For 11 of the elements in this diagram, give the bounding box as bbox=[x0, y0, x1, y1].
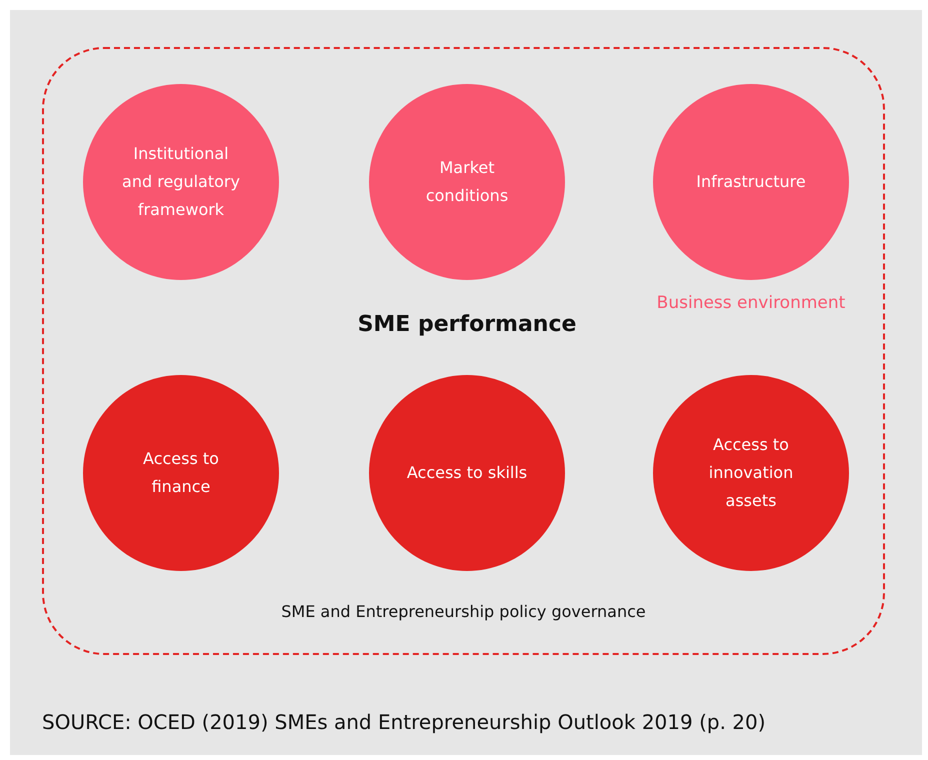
source-note: SOURCE: OCED (2019) SMEs and Entrepreneurship Outlook 2019 (p. 20) bbox=[42, 710, 766, 734]
factor-label: Access to skills bbox=[406, 462, 528, 484]
group-label: Business environment bbox=[656, 293, 846, 313]
factor-label: Access to finance bbox=[142, 448, 220, 498]
factor-label: Access to innovation assets bbox=[708, 434, 794, 512]
center-heading: SME performance bbox=[358, 312, 576, 337]
dashed-frame bbox=[42, 47, 885, 655]
factor-label: Infrastructure bbox=[695, 171, 807, 193]
frame-title: SME and Entrepreneurship policy governance bbox=[280, 602, 647, 621]
factor-label: Institutional and regulatory framework bbox=[121, 143, 241, 221]
factor-label: Market conditions bbox=[424, 157, 510, 207]
